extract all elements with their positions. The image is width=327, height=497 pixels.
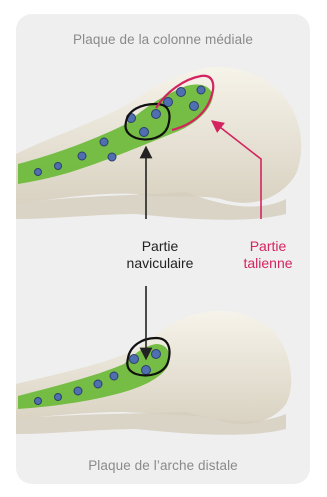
talar-label-line2: talienne <box>228 255 308 272</box>
navicular-label-line1: Partie <box>100 238 220 255</box>
figure-card: Plaque de la colonne médiale Partie navi… <box>16 14 310 484</box>
navicular-label-line2: naviculaire <box>100 255 220 272</box>
top-caption: Plaque de la colonne médiale <box>16 32 310 47</box>
navicular-label: Partie naviculaire <box>100 238 220 272</box>
bottom-caption: Plaque de l’arche distale <box>16 458 310 473</box>
talar-label-line1: Partie <box>228 238 308 255</box>
talar-label: Partie talienne <box>228 238 308 272</box>
top-foot-bones <box>16 67 301 220</box>
